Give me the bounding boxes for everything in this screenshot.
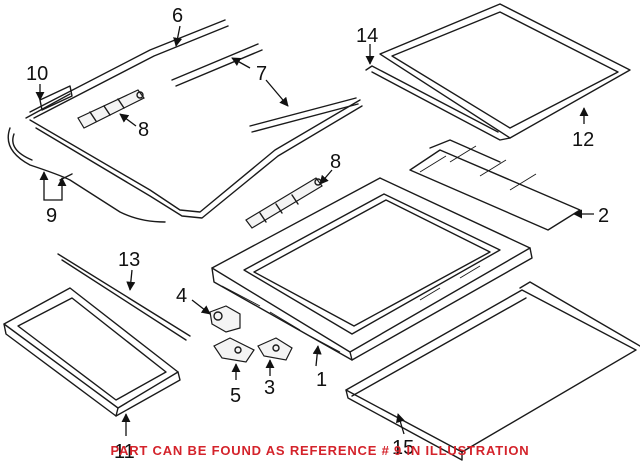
part-cover-panel-11	[3, 253, 191, 417]
callout-12: 12	[572, 129, 594, 151]
part-motor-8b	[245, 177, 323, 229]
part-weatherstrip-6	[29, 19, 229, 119]
part-glass-panel-12	[365, 3, 631, 141]
part-guide-rails-7	[171, 43, 359, 133]
callout-7: 7	[256, 63, 267, 85]
callout-1: 1	[316, 369, 327, 391]
callout-13: 13	[118, 249, 140, 271]
callout-3: 3	[264, 377, 275, 399]
callout-4: 4	[176, 285, 187, 307]
part-rear-support-2	[409, 139, 581, 231]
callout-9: 9	[46, 205, 57, 227]
callout-2: 2	[598, 205, 609, 227]
part-motor-8a	[77, 89, 145, 129]
callout-10: 10	[26, 63, 48, 85]
callout-15: 15	[392, 437, 414, 459]
part-bracket-3	[257, 337, 293, 361]
leader-lines	[35, 25, 594, 436]
part-sunshade-15	[345, 281, 640, 461]
callout-6: 6	[172, 5, 183, 27]
part-bracket-5	[213, 337, 255, 363]
callout-5: 5	[230, 385, 241, 407]
callout-8-lower: 8	[330, 151, 341, 173]
part-frame-seal-9-10	[7, 85, 363, 223]
footer-reference-note: PART CAN BE FOUND AS REFERENCE # 9 IN IL…	[110, 443, 530, 458]
part-main-frame-1	[211, 177, 533, 361]
callout-8-upper: 8	[138, 119, 149, 141]
part-clip-4	[209, 305, 241, 333]
callout-11: 11	[114, 441, 135, 463]
callout-14: 14	[356, 25, 378, 47]
